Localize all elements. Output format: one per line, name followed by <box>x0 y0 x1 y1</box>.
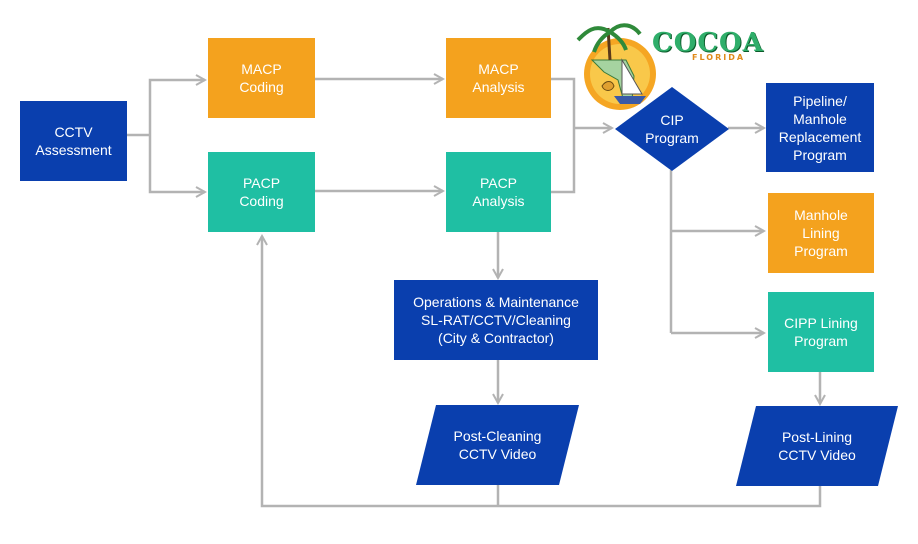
parallelogram-shape <box>736 406 898 486</box>
node-macp-analysis[interactable]: MACP Analysis <box>446 38 551 118</box>
node-label: CCTV Assessment <box>35 124 112 158</box>
connector-to-pacp-coding <box>148 135 205 192</box>
parallelogram-shape <box>416 405 579 485</box>
logo-emblem-icon <box>576 23 656 110</box>
connector-macp-analysis-out <box>551 77 576 194</box>
node-pipeline-manhole-replacement[interactable]: Pipeline/ Manhole Replacement Program <box>766 83 874 172</box>
diamond-shape <box>615 87 729 171</box>
node-label: Manhole Lining Program <box>794 207 848 259</box>
node-operations-maintenance[interactable]: Operations & Maintenance SL-RAT/CCTV/Cle… <box>394 280 598 360</box>
node-macp-coding[interactable]: MACP Coding <box>208 38 315 118</box>
node-cip-program[interactable]: CIP Program <box>614 86 730 172</box>
node-label: PACP Coding <box>239 175 284 209</box>
node-cctv-assessment[interactable]: CCTV Assessment <box>20 101 127 181</box>
node-label: CIP Program <box>645 112 699 146</box>
node-post-lining-cctv-video[interactable]: Post-Lining CCTV Video <box>736 406 898 486</box>
node-cipp-lining[interactable]: CIPP Lining Program <box>768 292 874 372</box>
logo-title: COCOA <box>652 28 764 58</box>
cocoa-florida-logo: COCOA FLORIDA <box>574 20 763 110</box>
node-label: MACP Analysis <box>472 61 525 95</box>
node-label: Post-Cleaning CCTV Video <box>453 428 542 462</box>
node-label: Post-Lining CCTV Video <box>778 429 856 463</box>
node-post-cleaning-cctv-video[interactable]: Post-Cleaning CCTV Video <box>416 405 579 485</box>
node-pacp-analysis[interactable]: PACP Analysis <box>446 152 551 232</box>
node-label: MACP Coding <box>239 61 284 95</box>
connector-feedback-loop <box>262 236 822 508</box>
node-label: Pipeline/ Manhole Replacement Program <box>778 92 862 163</box>
node-label: CIPP Lining Program <box>784 315 858 349</box>
node-manhole-lining[interactable]: Manhole Lining Program <box>768 193 874 273</box>
logo-subtitle: FLORIDA <box>692 53 746 62</box>
connector-to-macp-coding <box>148 80 205 135</box>
node-label: Operations & Maintenance SL-RAT/CCTV/Cle… <box>413 294 579 346</box>
node-pacp-coding[interactable]: PACP Coding <box>208 152 315 232</box>
node-label: PACP Analysis <box>472 175 525 209</box>
